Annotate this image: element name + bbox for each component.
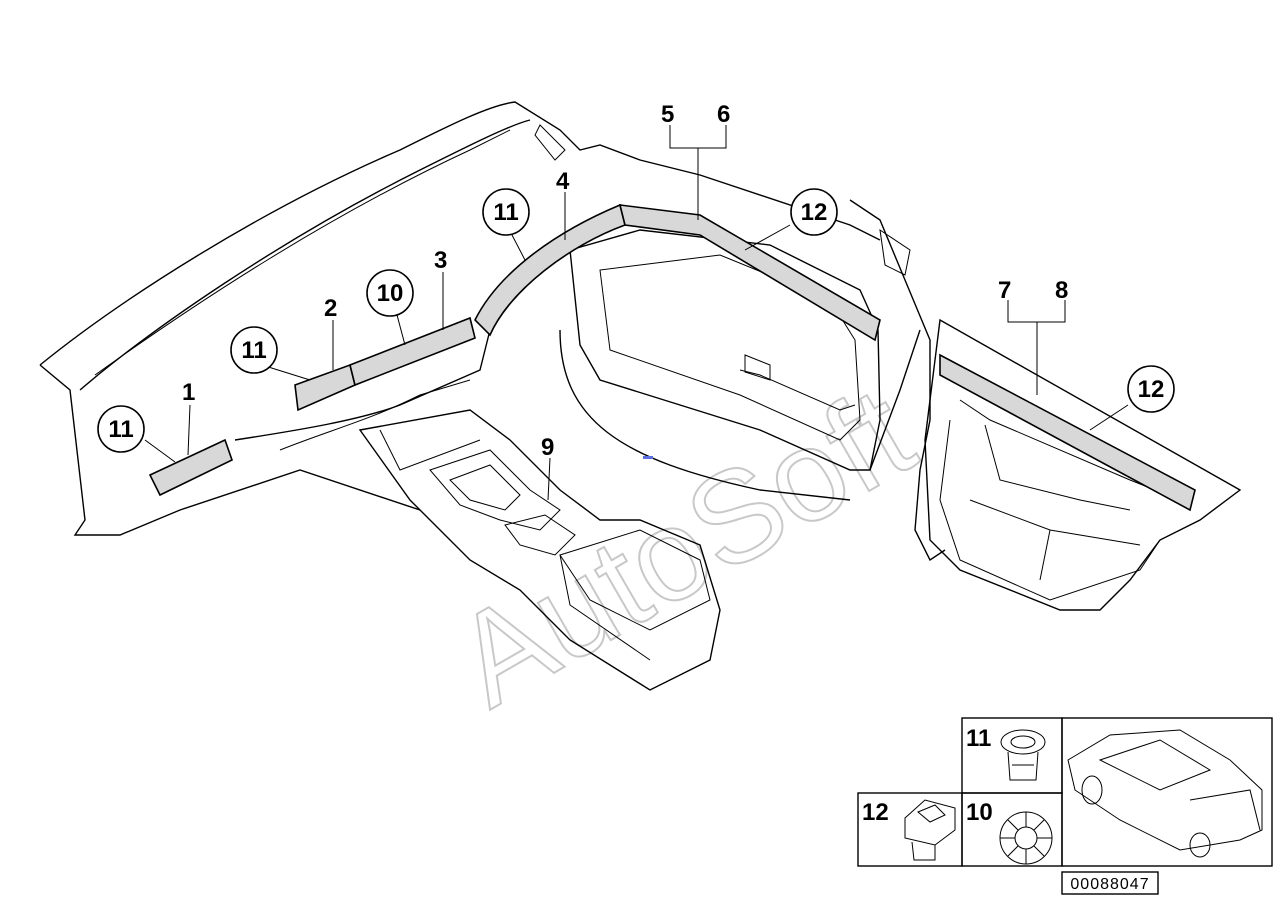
- callout-10: 10: [366, 269, 414, 317]
- center-console-drawing: [358, 409, 721, 691]
- inset-label-11: 11: [966, 725, 991, 752]
- svg-text:11: 11: [493, 199, 518, 226]
- callout-labels: 1 2 3 4 5 6 7 8 9 11 11 10 11 12 1: [97, 101, 1175, 461]
- svg-text:12: 12: [1138, 376, 1165, 403]
- callout-3: 3: [434, 247, 447, 274]
- callout-1: 1: [182, 379, 195, 406]
- trim-strips: [148, 203, 1196, 512]
- trim-part-2: [294, 363, 356, 412]
- clip-10-icon: [999, 811, 1053, 865]
- callout-5: 5: [661, 101, 674, 128]
- clip-12-icon: [904, 799, 956, 861]
- svg-text:11: 11: [108, 416, 133, 443]
- dashboard-drawing: [39, 101, 881, 536]
- callout-8: 8: [1055, 277, 1068, 304]
- inset-fasteners: 11 12 10: [857, 717, 1273, 867]
- callout-7: 7: [998, 277, 1011, 304]
- svg-text:10: 10: [377, 280, 404, 307]
- car-overview-icon: [1067, 729, 1263, 858]
- inset-label-10: 10: [966, 799, 993, 826]
- svg-text:11: 11: [241, 337, 266, 364]
- trim-part-3: [349, 316, 476, 387]
- callout-6: 6: [717, 101, 730, 128]
- callout-11-mid: 11: [230, 326, 278, 374]
- callout-12-front: 12: [790, 188, 838, 236]
- inset-label-12: 12: [862, 799, 889, 826]
- callout-9: 9: [541, 434, 554, 461]
- trim-part-7-8: [939, 353, 1196, 512]
- callout-12-rear: 12: [1127, 365, 1175, 413]
- callout-4: 4: [556, 168, 570, 195]
- svg-text:12: 12: [801, 199, 828, 226]
- part-number: 00088047: [1070, 876, 1149, 893]
- callout-11-left: 11: [97, 405, 145, 453]
- trim-part-5-6: [618, 204, 881, 342]
- center-mark: [643, 456, 653, 459]
- clip-11-icon: [1000, 729, 1046, 781]
- rear-door-drawing: [924, 318, 1242, 611]
- front-door-drawing: [559, 199, 946, 562]
- trim-part-1: [148, 438, 233, 497]
- part-number-box: 00088047: [1061, 871, 1159, 895]
- callout-2: 2: [324, 295, 337, 322]
- callout-11-top: 11: [482, 188, 530, 236]
- leader-lines: [144, 125, 1129, 501]
